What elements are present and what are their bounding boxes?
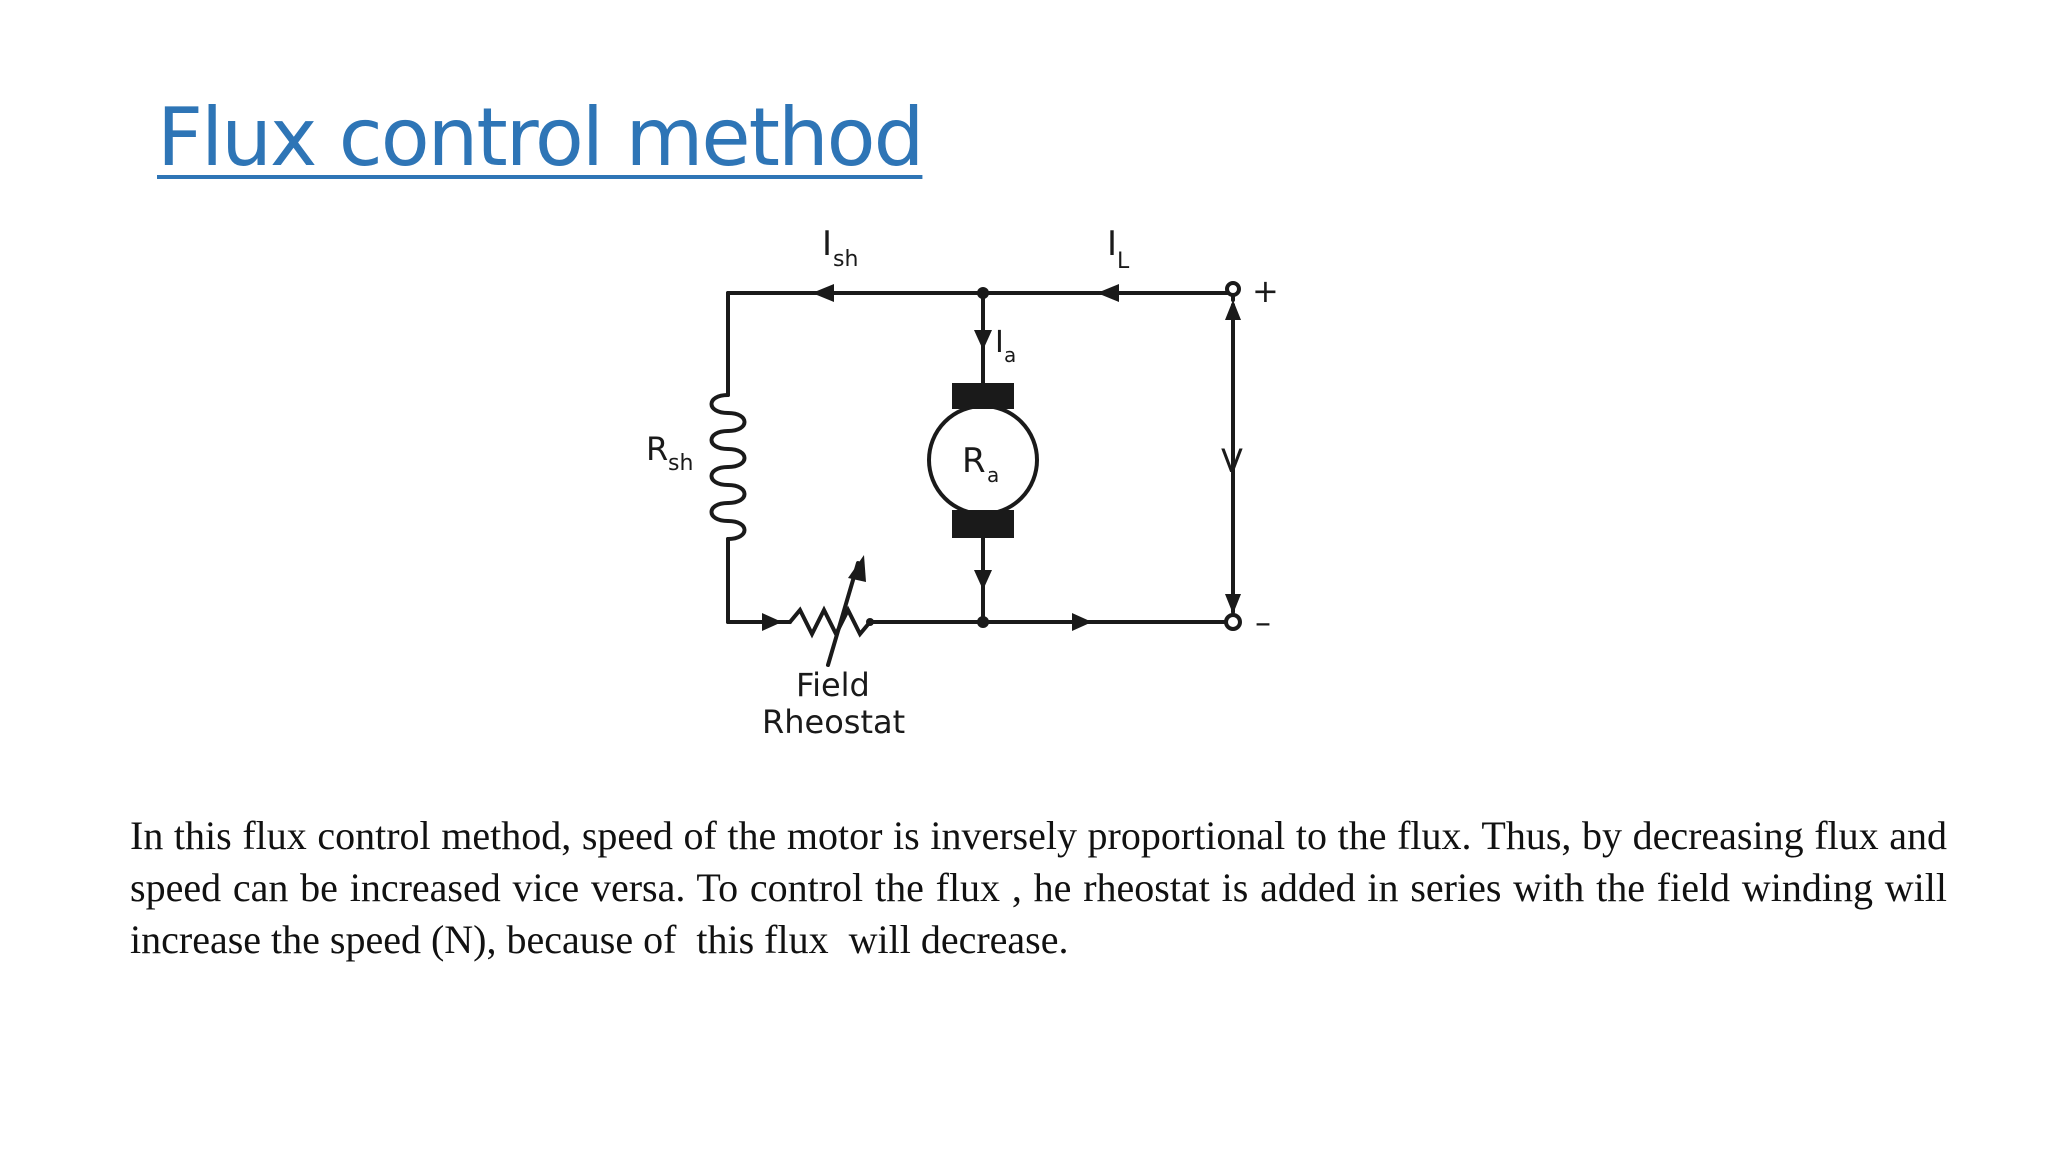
field-rheostat-resistor <box>788 605 872 639</box>
load-return-arrow <box>1072 613 1092 631</box>
i-sh-label: I <box>822 224 832 264</box>
top-brush <box>952 383 1014 409</box>
plus-label: + <box>1252 272 1279 310</box>
rheostat-label-line1: Field <box>796 666 870 704</box>
shunt-return-arrow <box>762 613 782 631</box>
armature-current-arrow <box>974 570 992 590</box>
i-l-label: I <box>1107 224 1117 264</box>
rheostat-slider-line <box>826 561 860 667</box>
r-a-label: R <box>962 441 986 481</box>
positive-terminal <box>1225 281 1241 297</box>
r-sh-subscript: sh <box>668 451 693 476</box>
i-l-subscript: L <box>1117 249 1130 274</box>
body-paragraph: In this flux control method, speed of th… <box>130 813 1957 962</box>
negative-terminal <box>1224 613 1242 631</box>
i-a-arrow <box>974 330 992 350</box>
slide-title: Flux control method <box>157 91 924 184</box>
junction-rheostat <box>866 618 874 626</box>
i-sh-arrow <box>812 284 834 302</box>
rheostat-slider-arrowhead <box>848 555 866 582</box>
voltage-arrow-top <box>1225 300 1241 320</box>
i-sh-subscript: sh <box>833 247 858 272</box>
r-sh-label: R <box>646 430 668 468</box>
junction-top <box>977 287 989 299</box>
voltage-label: V <box>1221 442 1243 480</box>
bottom-brush <box>952 510 1014 538</box>
i-a-subscript: a <box>1004 343 1016 367</box>
shunt-field-coil <box>709 393 747 541</box>
armature-circle <box>927 404 1039 516</box>
junction-bottom <box>977 616 989 628</box>
r-a-subscript: a <box>987 463 999 487</box>
voltage-arrow-bottom <box>1225 594 1241 614</box>
rheostat-label-line2: Rheostat <box>762 703 905 741</box>
minus-label: – <box>1255 603 1271 641</box>
i-a-label: I <box>995 325 1004 360</box>
i-l-arrow <box>1097 284 1119 302</box>
